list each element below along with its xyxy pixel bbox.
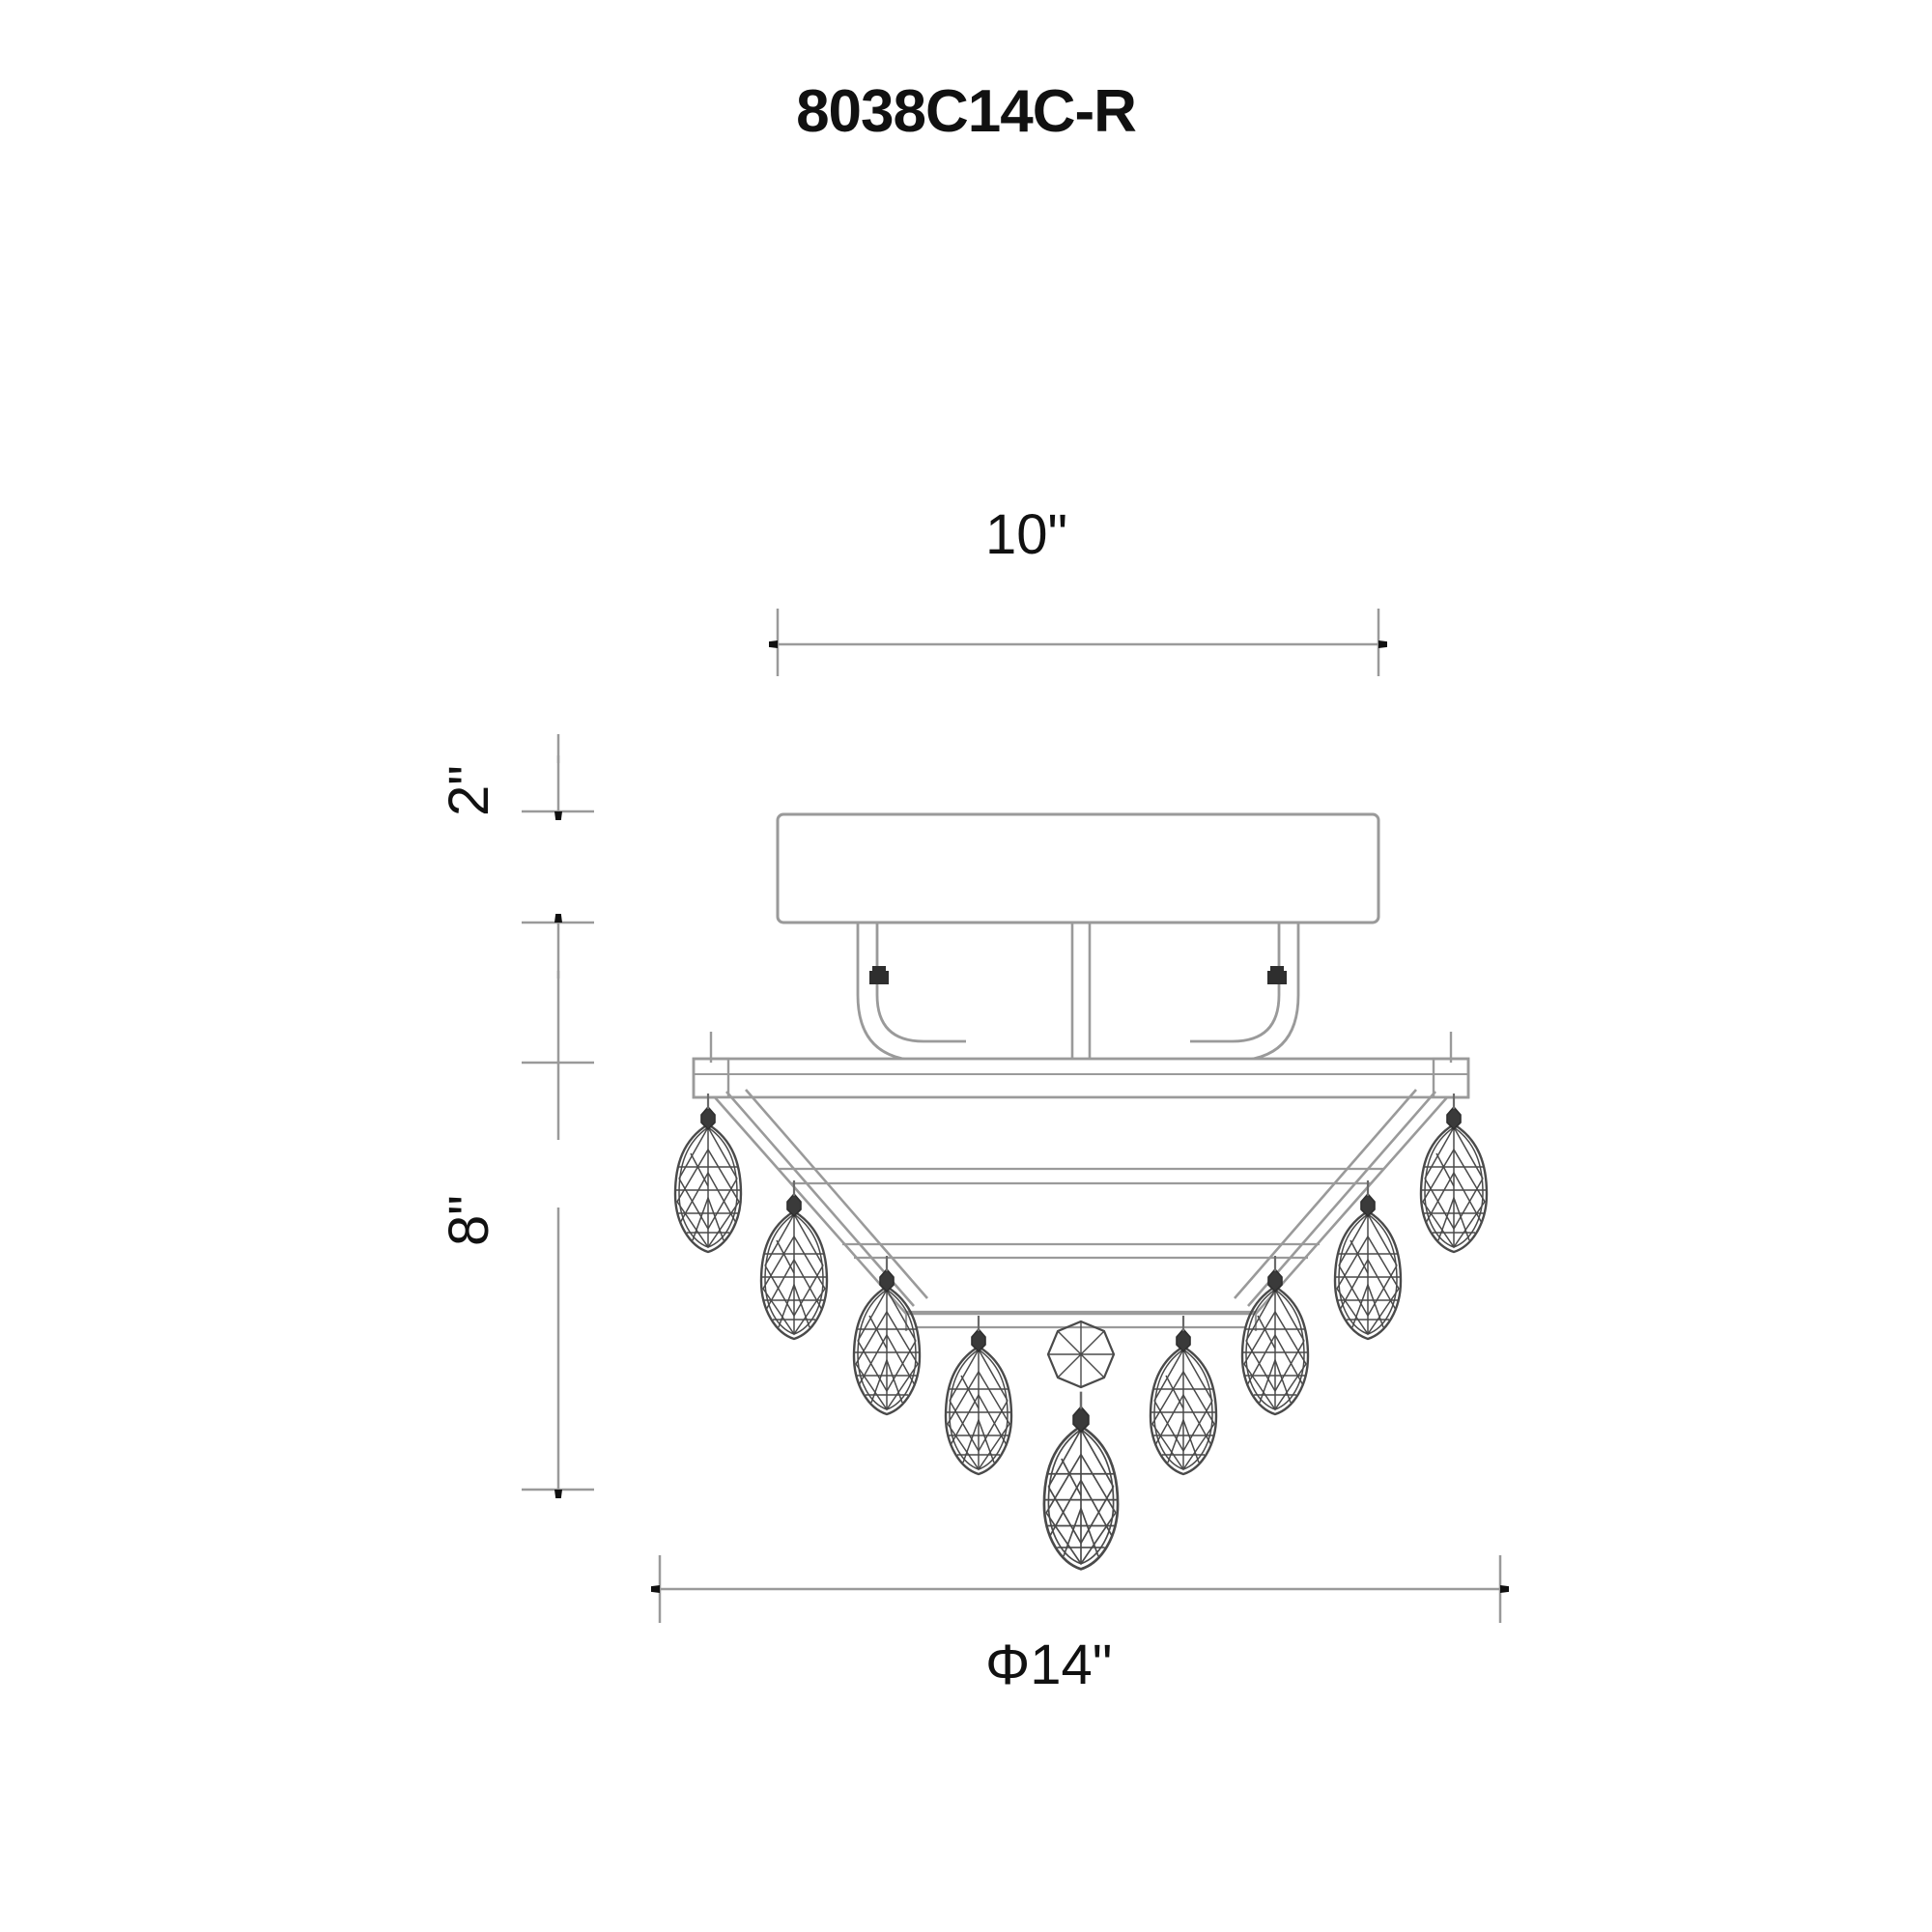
bowl-shade [712,1095,1450,1331]
dimension-label-overall-diameter: Φ14" [985,1634,1113,1696]
crystal-pendant-center [1042,1320,1120,1571]
support-arm-left [856,923,966,1063]
page-title: 8038C14C-R [796,78,1137,145]
dimension-top-width [778,609,1378,676]
dimension-body-height [522,1061,594,1490]
dimension-label-canopy-height: 2" [438,765,500,816]
canopy-plate [776,812,1380,924]
support-arm-right [1190,923,1300,1063]
screw-detail-right [1267,966,1287,984]
rim-bar [692,1032,1470,1099]
crystal-pendant [944,1314,1013,1476]
crystal-hanger-rails [725,1089,1436,1307]
crystal-pendant [1149,1314,1218,1476]
dimension-canopy-height [522,734,594,1063]
fixture-body [673,812,1489,1571]
screw-detail-left [869,966,889,984]
dimension-overall-diameter [660,1555,1500,1623]
dimension-label-top-width: 10" [985,503,1068,566]
dimension-label-body-height: 8" [438,1195,500,1246]
